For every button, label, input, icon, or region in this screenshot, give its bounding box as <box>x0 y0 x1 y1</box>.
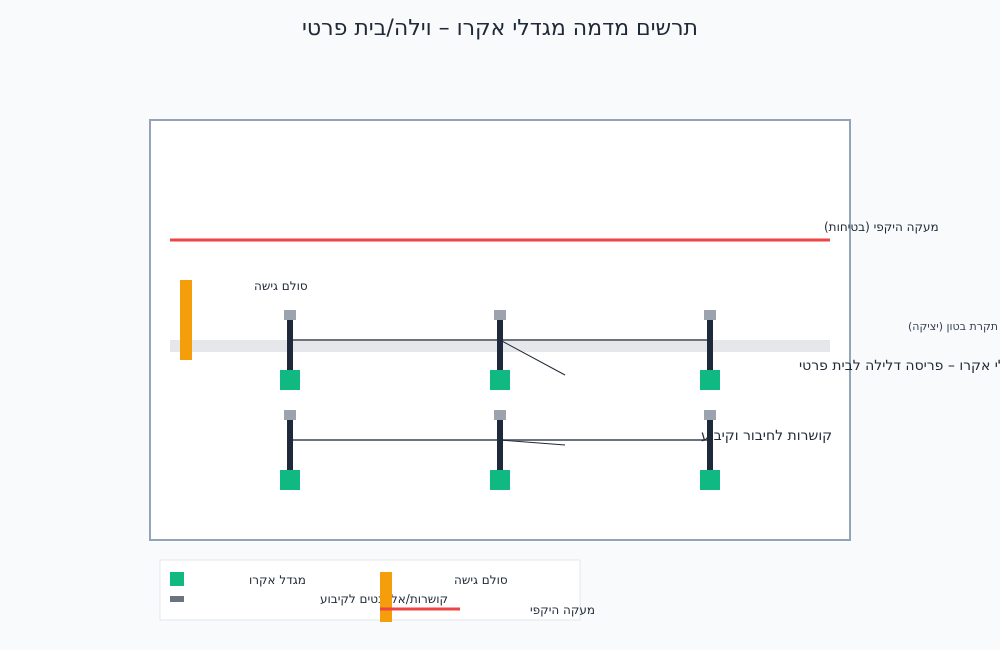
access-ladder <box>180 280 192 360</box>
tower-head-r1c1 <box>284 310 296 320</box>
legend-tower-swatch <box>170 572 184 586</box>
legend-box <box>159 559 581 621</box>
tower-base-r2c3 <box>700 470 720 490</box>
tower-base-r2c2 <box>490 470 510 490</box>
tower-post-r1c1 <box>287 320 293 380</box>
tower-post-r1c3 <box>707 320 713 380</box>
tower-base-r1c3 <box>700 370 720 390</box>
legend-ladder-swatch <box>380 572 392 622</box>
railing-label: מעקה היקפי (בטיחות) <box>824 220 939 234</box>
towers-annotation-leader <box>499 339 566 376</box>
tower-post-r2c2 <box>497 420 503 480</box>
ladder-label: סולם גישה <box>254 279 308 293</box>
tower-head-r2c3 <box>704 410 716 420</box>
legend-tower-label: מגדל אקרו <box>249 573 306 587</box>
tower-head-r2c1 <box>284 410 296 420</box>
towers-group <box>280 310 720 490</box>
tower-head-r2c2 <box>494 410 506 420</box>
legend-ladder-label: סולם גישה <box>454 573 508 587</box>
tower-post-r2c3 <box>707 420 713 480</box>
legend-railing-label: מעקה היקפי <box>530 603 595 617</box>
tower-head-r1c3 <box>704 310 716 320</box>
tower-post-r2c1 <box>287 420 293 480</box>
towers-annotation: מגדלי אקרו – פריסה דלילה לבית פרטי <box>799 358 1000 374</box>
tower-base-r2c1 <box>280 470 300 490</box>
bracing-annotation: קושרות לחיבור וקיבוע <box>701 428 832 444</box>
diagram-title: תרשים מדמה מגדלי אקרו – וילה/בית פרטי <box>301 16 699 41</box>
tower-head-r1c2 <box>494 310 506 320</box>
slab-label: תקרת בטון (יציקה) <box>908 320 998 333</box>
legend-bracing-swatch <box>170 596 184 602</box>
tower-post-r1c2 <box>497 320 503 380</box>
tower-base-r1c2 <box>490 370 510 390</box>
bracing-annotation-leader <box>499 439 566 446</box>
tower-base-r1c1 <box>280 370 300 390</box>
